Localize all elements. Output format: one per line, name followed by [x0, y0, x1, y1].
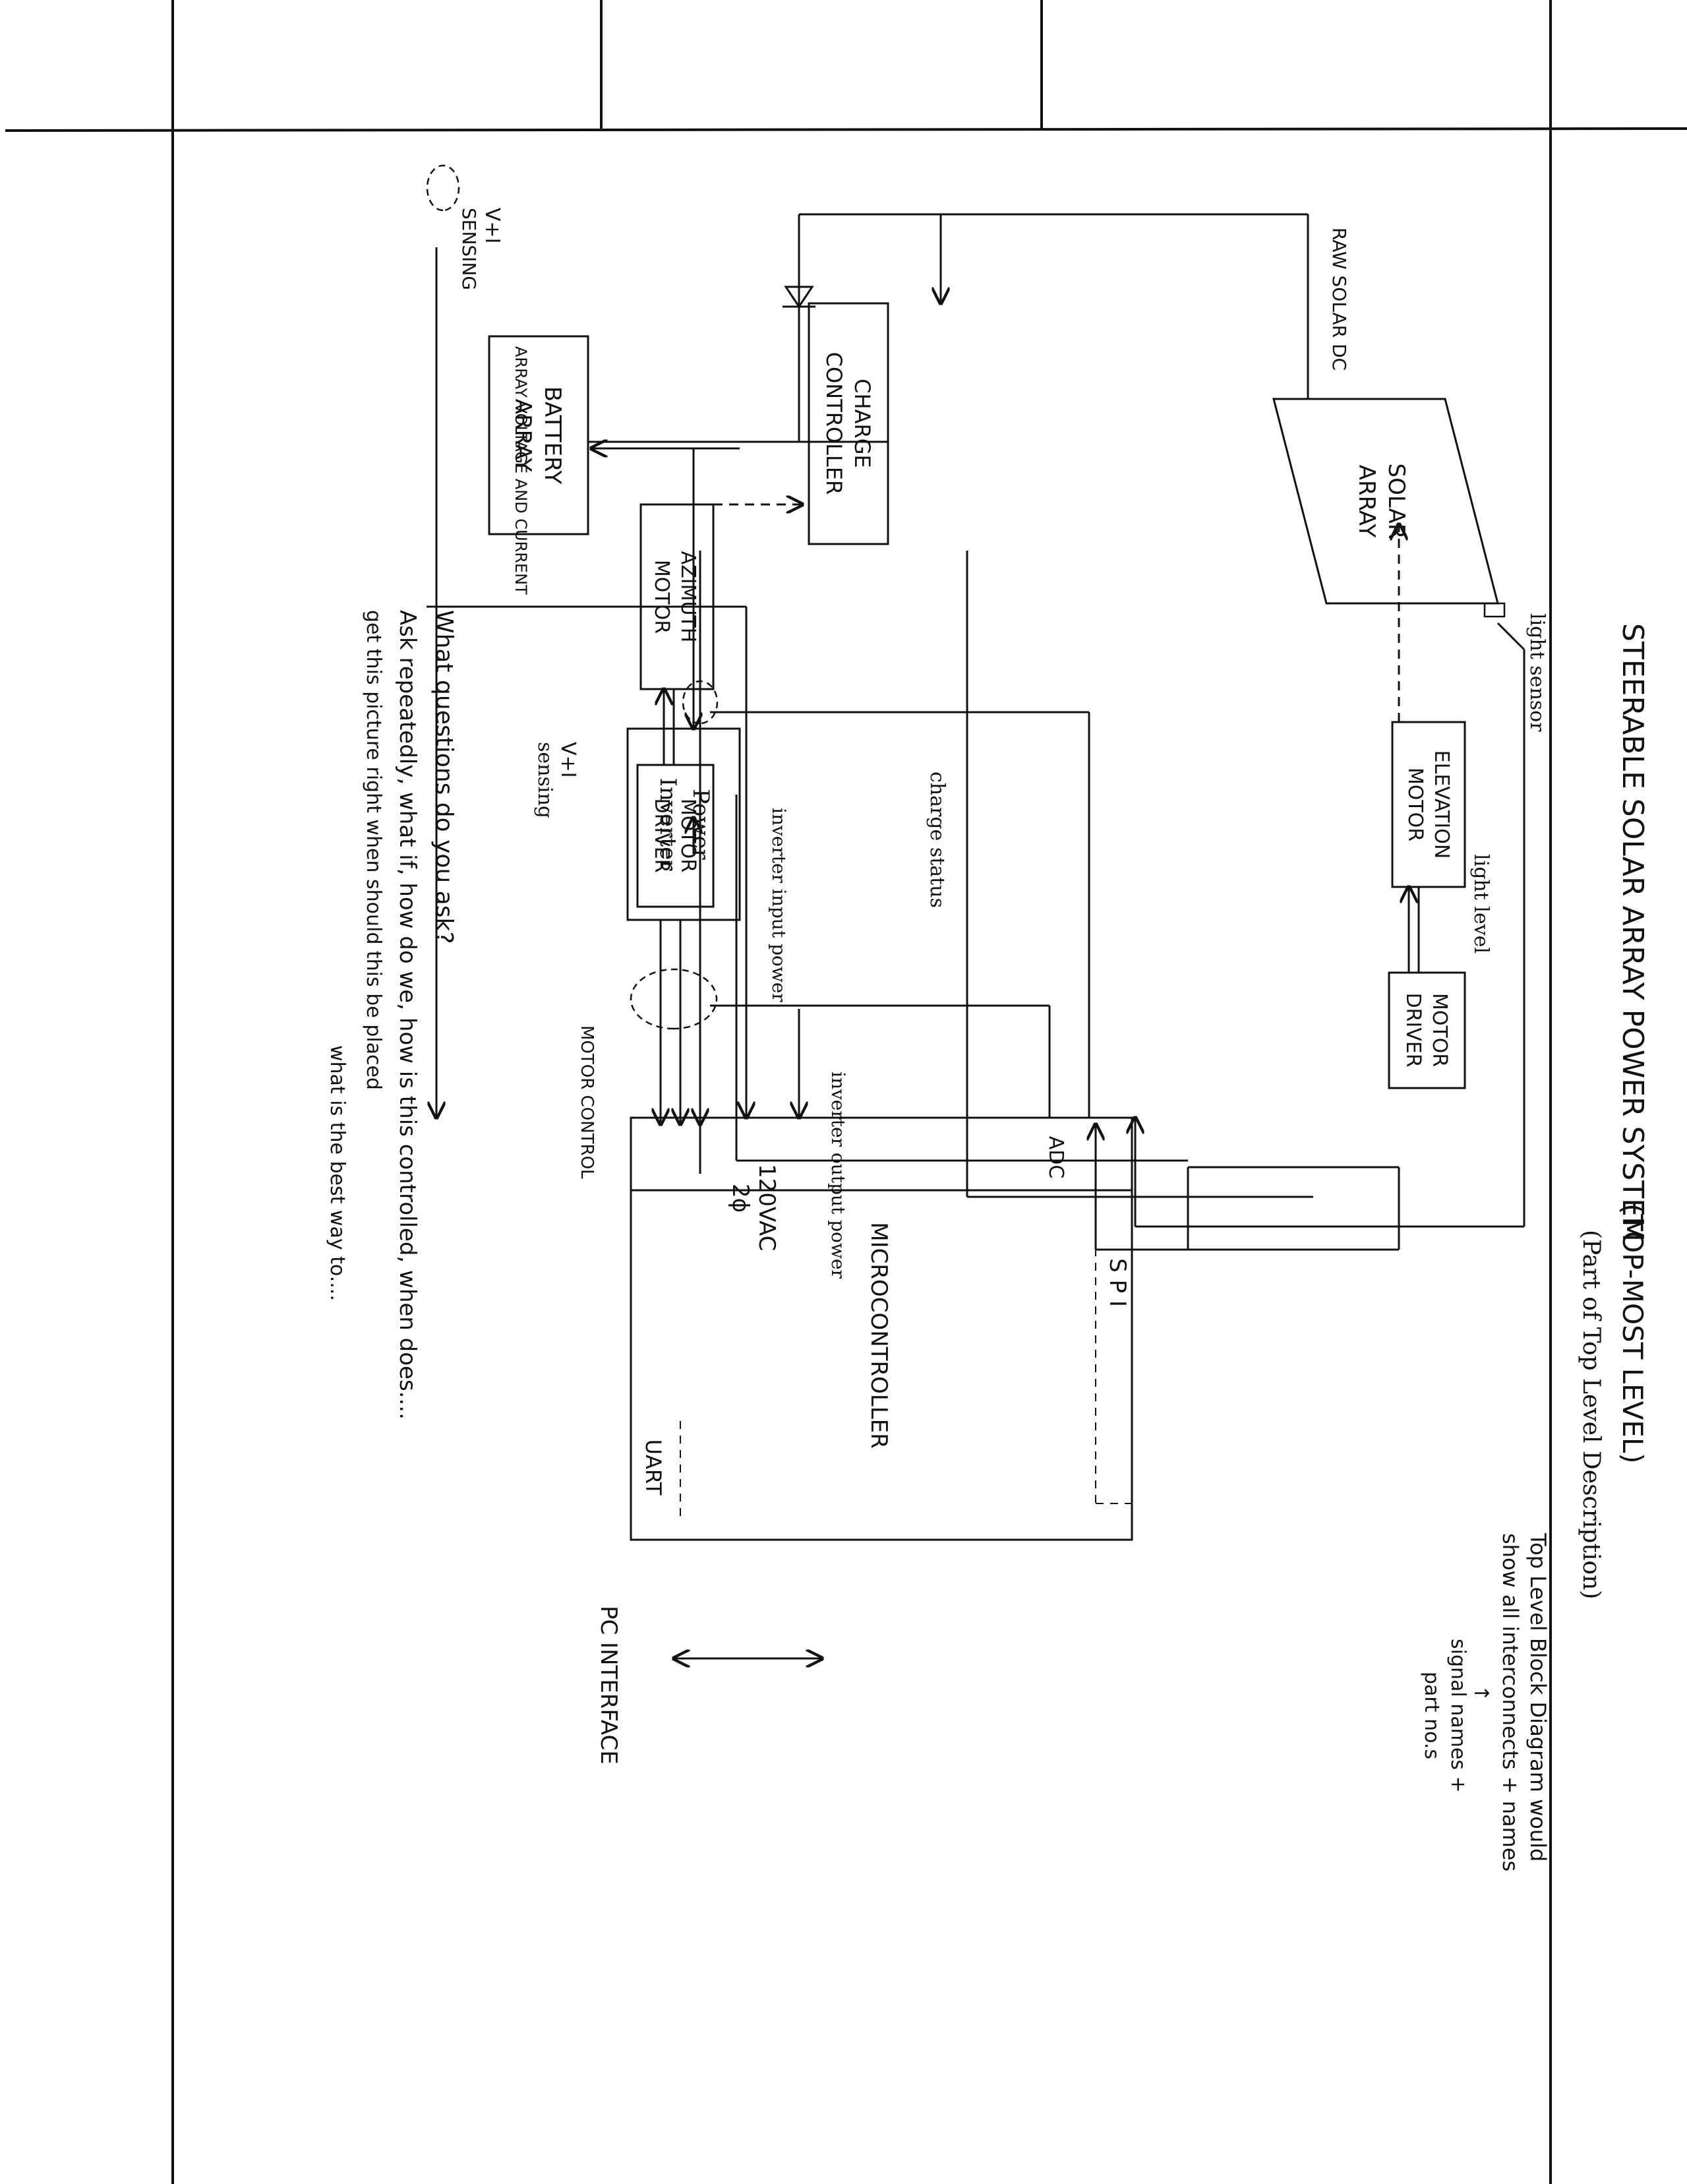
ac-output-label-1: 120VAC — [754, 1164, 780, 1251]
side-note-arrow: ↑ — [1469, 1685, 1493, 1701]
questions-line-2: Ask repeatedly, what if, how do we, how … — [394, 610, 421, 1420]
array-voltage-current-label: ARRAY VOLTAGE AND CURRENT — [512, 346, 530, 595]
side-note-line-1: Top Level Block Diagram would — [1525, 1532, 1551, 1862]
raw-solar-dc-label: RAW SOLAR DC — [1328, 228, 1350, 371]
motor-driver-elevation-block: MOTOR DRIVER — [1388, 971, 1466, 1089]
charge-controller-label-1: CHARGE — [850, 379, 875, 468]
light-level-label: light level — [1469, 854, 1493, 954]
signal-labels: RAW SOLAR DC V+I SENSING light sensor li… — [458, 208, 1549, 1765]
elevation-motor-label-2: MOTOR — [1404, 768, 1427, 841]
charge-controller-block: CHARGE CONTROLLER — [808, 302, 889, 545]
battery-array-label-2: ARRAY — [510, 399, 536, 472]
azimuth-motor-label-1: AZIMUTH — [676, 551, 699, 643]
azimuth-motor-label-2: MOTOR — [650, 560, 673, 634]
microcontroller-label: MICROCONTROLLER — [866, 1222, 892, 1449]
motor-driver-azimuth-label-2: DRIVER — [650, 798, 673, 872]
motor-driver-azimuth-block: MOTOR DRIVER — [636, 764, 715, 908]
solar-array-label-2: ARRAY — [1353, 465, 1380, 538]
ac-output-label-2: 2ϕ — [727, 1184, 754, 1213]
power-inverter-label-1: Power — [688, 789, 714, 860]
charge-controller-label-2: CONTROLLER — [821, 352, 846, 495]
questions-line-4: what is the best way to.... — [326, 1045, 349, 1301]
vi-sensing-bottom-label-1: V+I — [556, 742, 579, 778]
power-inverter-label-2: Inverter — [655, 778, 681, 872]
elevation-motor-block: ELEVATION MOTOR — [1391, 721, 1466, 888]
side-note-line-2: show all interconnects + names — [1498, 1533, 1523, 1871]
wires — [427, 213, 1525, 1658]
vi-sensing-top-label-2: SENSING — [458, 208, 480, 290]
battery-array-block: BATTERY ARRAY — [488, 335, 589, 535]
light-sensor-box — [1483, 602, 1506, 618]
inverter-output-power-label: inverter output power — [827, 1072, 849, 1279]
questions-note: What questions do you ask? Ask repeatedl… — [326, 610, 458, 1420]
title-block: STEERABLE SOLAR ARRAY POWER SYSTEM (TOP-… — [1578, 623, 1649, 1599]
spi-label: S P I — [1104, 1258, 1131, 1307]
solar-array-label-1: SOLAR — [1383, 464, 1409, 539]
side-note-line-3: signal names + — [1446, 1639, 1469, 1793]
battery-array-label-1: BATTERY — [539, 386, 566, 485]
azimuth-motor-block: AZIMUTH MOTOR — [639, 503, 715, 690]
motor-driver-elevation-label-1: MOTOR — [1428, 993, 1451, 1067]
vi-sensing-bottom-label-2: sensing — [533, 742, 556, 818]
side-note-line-4: part no.s — [1420, 1672, 1443, 1759]
title-subtitle: (Part of Top Level Description) — [1578, 1230, 1605, 1599]
pc-interface-label: PC INTERFACE — [595, 1606, 622, 1765]
diode-symbol — [783, 286, 815, 309]
uart-label: UART — [641, 1440, 666, 1496]
side-note: Top Level Block Diagram would show all i… — [1420, 1532, 1551, 1871]
power-inverter-block: Power Inverter — [626, 727, 741, 921]
vi-sensing-top-label-1: V+I — [481, 208, 504, 244]
inverter-input-power-label: inverter input power — [768, 808, 790, 1002]
title-level: (TOP-MOST LEVEL) — [1616, 1203, 1649, 1464]
solar-array-block: SOLAR ARRAY — [1272, 398, 1506, 618]
page-frame — [5, 0, 1687, 2184]
adc-label: ADC — [1044, 1136, 1067, 1179]
microcontroller-block: ADC S P I MICROCONTROLLER UART — [630, 1116, 1133, 1541]
charge-status-label: charge status — [926, 772, 949, 908]
title-main: STEERABLE SOLAR ARRAY POWER SYSTEM — [1616, 623, 1649, 1242]
elevation-motor-label-1: ELEVATION — [1430, 750, 1453, 859]
motor-driver-elevation-label-2: DRIVER — [1402, 992, 1425, 1067]
questions-line-3: get this picture right when should this … — [362, 610, 385, 1090]
questions-line-1: What questions do you ask? — [430, 610, 458, 944]
light-sensor-label: light sensor — [1525, 613, 1549, 732]
motor-control-label: MOTOR CONTROL — [577, 1025, 597, 1179]
rotated-drawing: SOLAR ARRAY ELEVATION MOTOR MOTOR DRIVER… — [326, 164, 1649, 1871]
motor-driver-azimuth-label-1: MOTOR — [676, 799, 699, 872]
sensing-loops — [426, 164, 719, 1030]
